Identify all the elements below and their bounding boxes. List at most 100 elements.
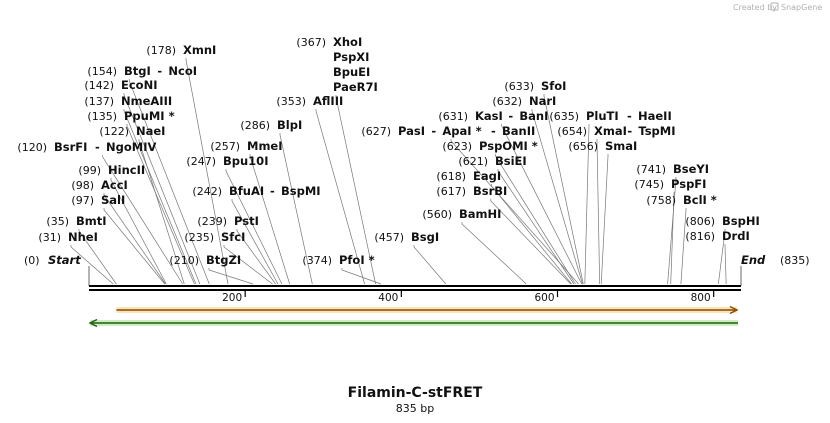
site-position: (374) [302, 254, 332, 267]
enzyme-name: NgoMIV [106, 140, 156, 154]
site-position: (247) [186, 155, 216, 168]
site-position: (242) [192, 185, 222, 198]
enzyme-name: BfuAI [229, 184, 264, 198]
ruler-tick-800: 800 [691, 290, 715, 304]
cut-site-smai: (656)SmaI [568, 139, 637, 153]
enzyme-name: AflIII [313, 94, 343, 108]
enzyme-name: PpuMI * [124, 109, 175, 123]
site-position: (142) [84, 79, 114, 92]
enzyme-name: NmeAIII [121, 94, 172, 108]
leader-line [584, 124, 590, 285]
leader-line [249, 154, 291, 285]
enzyme-name: NcoI [168, 64, 197, 78]
site-position: (257) [210, 140, 240, 153]
start-label: Start [48, 253, 81, 267]
snapgene-credit: Created by SnapGene [733, 2, 822, 12]
site-position: (635) [549, 110, 579, 123]
cut-site-bamhi: (560)BamHI [422, 207, 501, 221]
leader-line [103, 208, 166, 285]
leader-line [341, 268, 382, 285]
leader-line [596, 139, 601, 285]
cut-site-sfci: (235)SfcI [184, 230, 245, 244]
cut-site-kasi: (631)KasI-BanI [438, 109, 548, 123]
cut-site-xmni: (178)XmnI [146, 43, 216, 57]
enzyme-name: BpuEI [333, 65, 370, 79]
enzyme-name: BseYI [673, 162, 709, 176]
site-position: (654) [557, 125, 587, 138]
enzyme-name: SfcI [221, 230, 245, 244]
enzyme-name: PspOMI * [479, 139, 538, 153]
cut-site-bfuai: (242)BfuAI-BspMI [192, 184, 320, 198]
enzyme-name: BmtI [76, 214, 107, 228]
cut-site-afliii: (353)AflIII [276, 94, 343, 108]
site-position: (99) [78, 164, 101, 177]
cut-site-pluti: (635)PluTI-HaeII [549, 109, 671, 123]
forward-feature-arrow [116, 305, 739, 315]
site-position: (35) [46, 215, 69, 228]
site-position: (457) [374, 231, 404, 244]
ruler-tick-600: 600 [534, 290, 559, 304]
enzyme-separator: - [95, 140, 100, 154]
leader-line [490, 199, 572, 285]
site-position: (97) [71, 194, 94, 207]
enzyme-name: BanI [519, 109, 548, 123]
site-position: (656) [568, 140, 598, 153]
cut-site-eagi: (618)EagI [436, 169, 501, 183]
enzyme-name: HincII [108, 163, 145, 177]
feature-arrows [88, 305, 739, 328]
leader-line [501, 124, 583, 285]
cut-site-bsrbi: (617)BsrBI [436, 184, 507, 198]
leader-line [667, 177, 677, 285]
cut-site-mmei: (257)MmeI [210, 139, 282, 153]
enzyme-name: DrdI [722, 229, 750, 243]
site-position: (623) [442, 140, 472, 153]
enzyme-separator: - [157, 64, 162, 78]
enzyme-name: EcoNI [121, 78, 157, 92]
site-position: (631) [438, 110, 468, 123]
enzyme-name: PstI [234, 214, 259, 228]
leader-line [718, 229, 726, 285]
end-position: (835) [780, 254, 810, 267]
cut-site-nmeaiii: (137)NmeAIII [84, 94, 172, 108]
enzyme-name: NarI [529, 94, 556, 108]
cut-site-bpu10i: (247)Bpu10I [186, 154, 268, 168]
site-position: (633) [504, 80, 534, 93]
site-position: (617) [436, 185, 466, 198]
cut-site-pasi: (627)PasI-ApaI *-BanII [361, 124, 535, 138]
ruler-tick-200: 200 [222, 290, 246, 304]
site-position: (758) [646, 194, 676, 207]
enzyme-name: BsrFI [54, 140, 87, 154]
leader-line [103, 193, 166, 285]
leader-line [126, 124, 195, 285]
leader-line [123, 93, 201, 285]
cut-site-psti: (239) PstI [197, 214, 258, 228]
enzyme-separator: - [270, 184, 275, 198]
cut-site-bseyi: (741) BseYI [636, 162, 709, 176]
site-position: (31) [38, 231, 61, 244]
enzyme-name: BsgI [411, 230, 439, 244]
enzyme-name: SalI [101, 193, 125, 207]
cut-site-nari: (632)NarI [492, 94, 556, 108]
leader-line [724, 244, 727, 285]
leader-line [78, 229, 117, 285]
site-position: (286) [240, 119, 270, 132]
leader-line [461, 222, 527, 285]
leader-line [497, 169, 575, 285]
site-position: (741) [636, 163, 666, 176]
leader-line [225, 169, 283, 285]
leader-line [335, 95, 376, 285]
leader-line [102, 155, 183, 285]
leader-line [236, 229, 276, 285]
site-position: (239) [197, 215, 227, 228]
end-marker: End (835) [740, 253, 810, 286]
cut-site-bmti: (35) BmtI [46, 214, 106, 228]
credit-created-by: Created by [733, 3, 777, 12]
enzyme-name: EagI [473, 169, 501, 183]
enzyme-name: HaeII [638, 109, 672, 123]
cut-site-hincii: (99) HincII [78, 163, 145, 177]
enzyme-name: XmaI [594, 124, 627, 138]
map-length: 835 bp [396, 402, 434, 415]
